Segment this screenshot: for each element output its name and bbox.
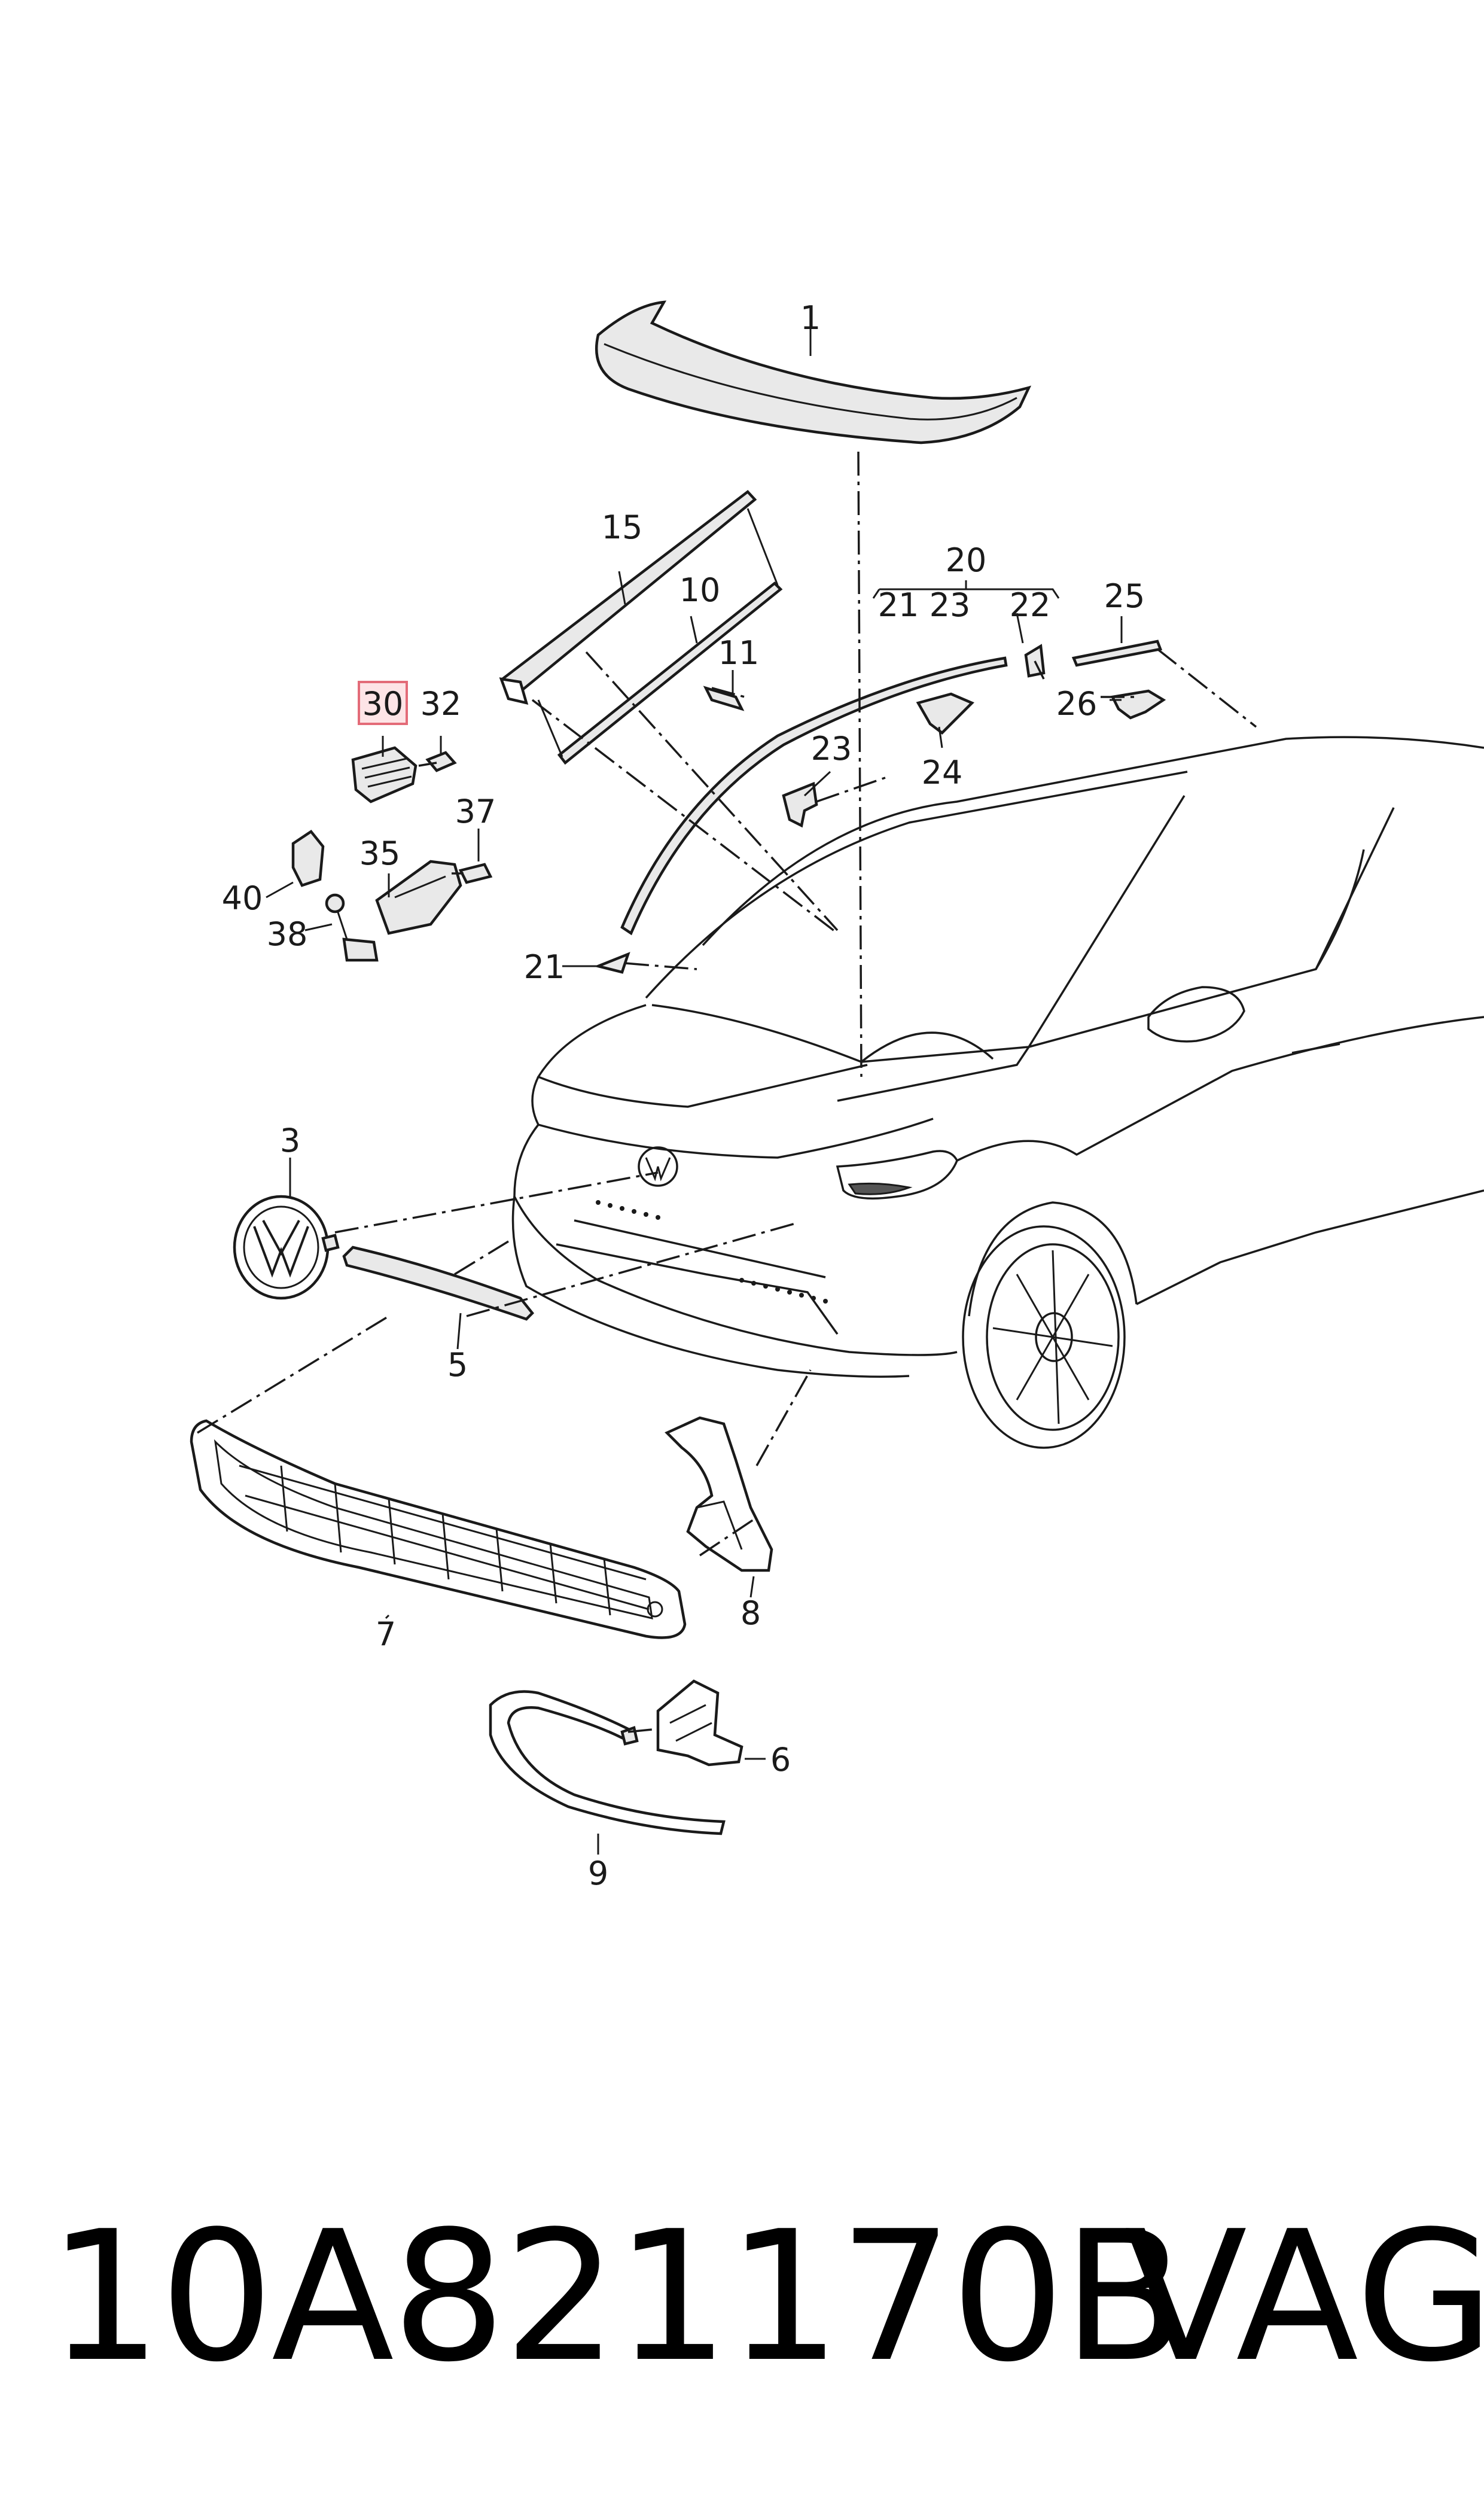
- callout-5: 5: [447, 1346, 468, 1384]
- part-15-trim: [499, 489, 757, 705]
- part-25-strip: [1071, 640, 1163, 667]
- callout-7: 7: [376, 1615, 396, 1653]
- part-9-ring: [489, 1690, 726, 1835]
- part-5-trim: [342, 1246, 535, 1321]
- part-8-duct: [665, 1416, 773, 1572]
- part-3-emblem: [233, 1195, 340, 1300]
- callout-1: 1: [800, 299, 821, 337]
- part-6-bracket: [656, 1679, 743, 1767]
- callout-21-lower: 21: [524, 948, 565, 986]
- callout-32: 32: [420, 685, 462, 723]
- part-10-trim: [537, 508, 783, 765]
- callout-11: 11: [718, 634, 760, 672]
- part-38-screw: [325, 893, 379, 962]
- part-20-roof-strip: [620, 656, 1008, 936]
- part-11-clip: [703, 686, 745, 711]
- part-35-bracket: [375, 860, 462, 935]
- callout-38: 38: [267, 915, 308, 953]
- callout-21-top: 21: [878, 586, 919, 624]
- part-23-clip-a: [782, 781, 818, 828]
- guide-lines: [197, 451, 1257, 1733]
- callout-40: 40: [222, 879, 263, 917]
- callout-24: 24: [922, 754, 963, 791]
- part-7-grille: [190, 1419, 687, 1639]
- callout-30: 30: [362, 685, 404, 723]
- vehicle-body: [511, 736, 1484, 1449]
- brand-label: VAG: [1125, 2193, 1484, 2401]
- callout-15: 15: [602, 509, 643, 546]
- callout-23-top: 23: [930, 586, 971, 624]
- part-21-end-cap: [593, 952, 630, 974]
- part-1-spoiler: [595, 300, 1032, 444]
- lower-grille-dots: [596, 1200, 828, 1304]
- part-32-screw: [425, 751, 457, 772]
- part-37-clip: [458, 863, 493, 884]
- part-26-clip: [1110, 689, 1166, 720]
- callout-22: 22: [1010, 586, 1051, 624]
- callout-labels: 1 15 10 11 20 21 23 22 25 26 23 24 21 30…: [222, 299, 1145, 1892]
- callout-9: 9: [588, 1855, 608, 1892]
- callout-35: 35: [359, 835, 401, 872]
- callout-10: 10: [679, 571, 721, 609]
- part-number: 10A821170B: [48, 2193, 1186, 2401]
- callout-25: 25: [1104, 577, 1145, 615]
- callout-3: 3: [280, 1122, 300, 1159]
- callout-37: 37: [455, 793, 496, 830]
- callout-26: 26: [1056, 685, 1098, 723]
- callout-6: 6: [770, 1741, 791, 1779]
- callout-20: 20: [946, 541, 987, 579]
- callout-8: 8: [741, 1594, 761, 1632]
- highlight-box-30: [358, 681, 408, 725]
- callout-23-mid: 23: [811, 730, 852, 768]
- leader-lines: [266, 311, 1123, 1855]
- part-23-clip-b: [916, 692, 974, 735]
- part-30-cover: [351, 746, 418, 803]
- part-40-bracket: [291, 829, 325, 887]
